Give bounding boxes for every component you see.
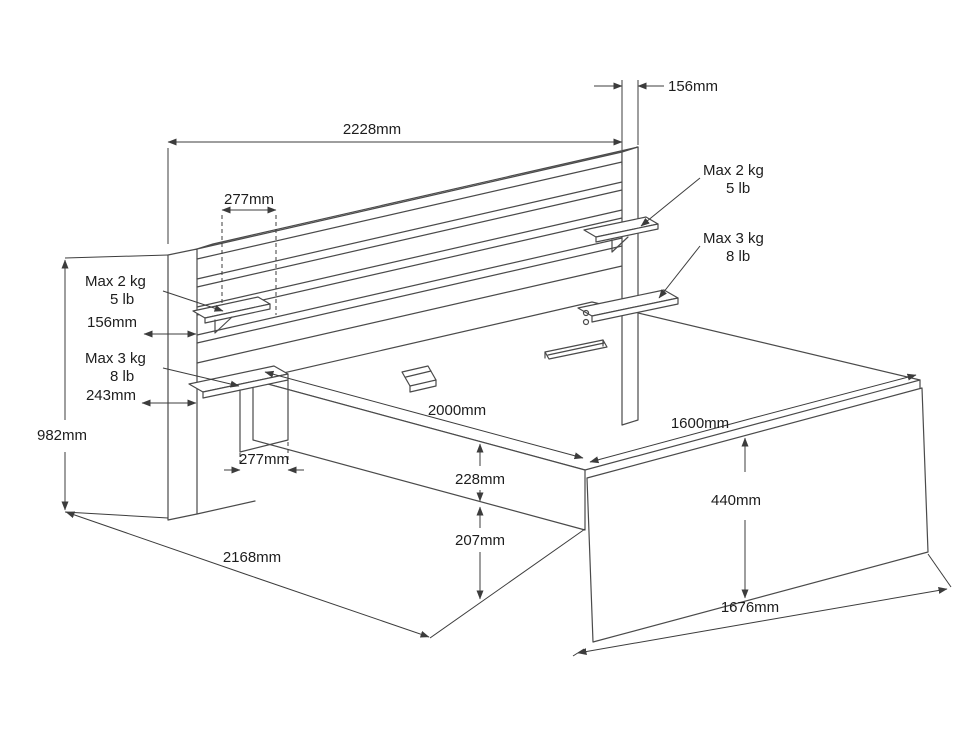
label-bed-length: 2000mm: [428, 402, 486, 419]
dimension-lines: [61, 82, 948, 655]
label-under-bed-clearance: 207mm: [455, 532, 505, 549]
dim-footboard-width-line: [577, 586, 948, 655]
dimension-labels: 2228mm 156mm 277mm 156mm 243mm 982mm 277…: [37, 78, 779, 616]
leader-left-lower: [162, 367, 240, 388]
label-bed-width: 1600mm: [671, 415, 729, 432]
label-footboard-width: 1676mm: [721, 599, 779, 616]
shelf-right-upper: [583, 216, 659, 253]
headboard-slats: [196, 161, 623, 364]
label-load-right-upper-line1: Max 2 kg: [703, 162, 764, 179]
label-lower-shelf-offset: 277mm: [239, 451, 289, 468]
label-frame-side-height: 228mm: [455, 471, 505, 488]
label-left-shelf-depth: 156mm: [87, 314, 137, 331]
label-load-right-lower-line2: 8 lb: [726, 248, 750, 265]
headboard-right-end-panel: [621, 146, 639, 426]
extension-lines: [64, 80, 952, 657]
label-upper-shelf-offset: 277mm: [224, 191, 274, 208]
hole-marks: [582, 309, 590, 326]
fitting-bracket: [401, 365, 437, 393]
shelf-right-lower: [577, 289, 679, 323]
leader-right-upper: [640, 177, 701, 227]
shelf-left-upper: [192, 296, 271, 334]
label-overall-length: 2168mm: [223, 549, 281, 566]
label-load-right-lower-line1: Max 3 kg: [703, 230, 764, 247]
dim-bed-width-line: [589, 373, 917, 464]
shelf-left-lower: [188, 365, 289, 453]
footboard-panel: [586, 387, 929, 643]
leader-left-upper: [162, 290, 224, 312]
dim-bed-length-line: [264, 370, 584, 460]
label-load-left-lower-line1: Max 3 kg: [85, 350, 146, 367]
label-load-left-lower-line2: 8 lb: [110, 368, 134, 385]
shelf-left-upper-bracket: [214, 316, 233, 334]
shelf-right-upper-bracket: [611, 236, 629, 253]
dim-overall-length-line: [65, 511, 430, 638]
shelf-left-lower-support: [239, 379, 289, 453]
label-load-left-upper-line1: Max 2 kg: [85, 273, 146, 290]
load-leader-lines: [162, 177, 701, 388]
bed-platform: [252, 301, 921, 531]
platform-side-face: [252, 379, 586, 531]
fitting-rail: [544, 339, 608, 360]
headboard: [167, 146, 639, 521]
label-headboard-width: 2228mm: [343, 121, 401, 138]
headboard-bottom-edge: [196, 500, 256, 515]
load-labels: Max 2 kg 5 lb Max 3 kg 8 lb Max 2 kg 5 l…: [85, 162, 764, 385]
label-load-left-upper-line2: 5 lb: [110, 291, 134, 308]
label-headboard-top-depth: 156mm: [668, 78, 718, 95]
label-load-right-upper-line2: 5 lb: [726, 180, 750, 197]
label-footboard-height: 440mm: [711, 492, 761, 509]
label-lower-shelf-depth: 243mm: [86, 387, 136, 404]
label-headboard-height: 982mm: [37, 427, 87, 444]
leader-right-lower: [658, 245, 701, 299]
